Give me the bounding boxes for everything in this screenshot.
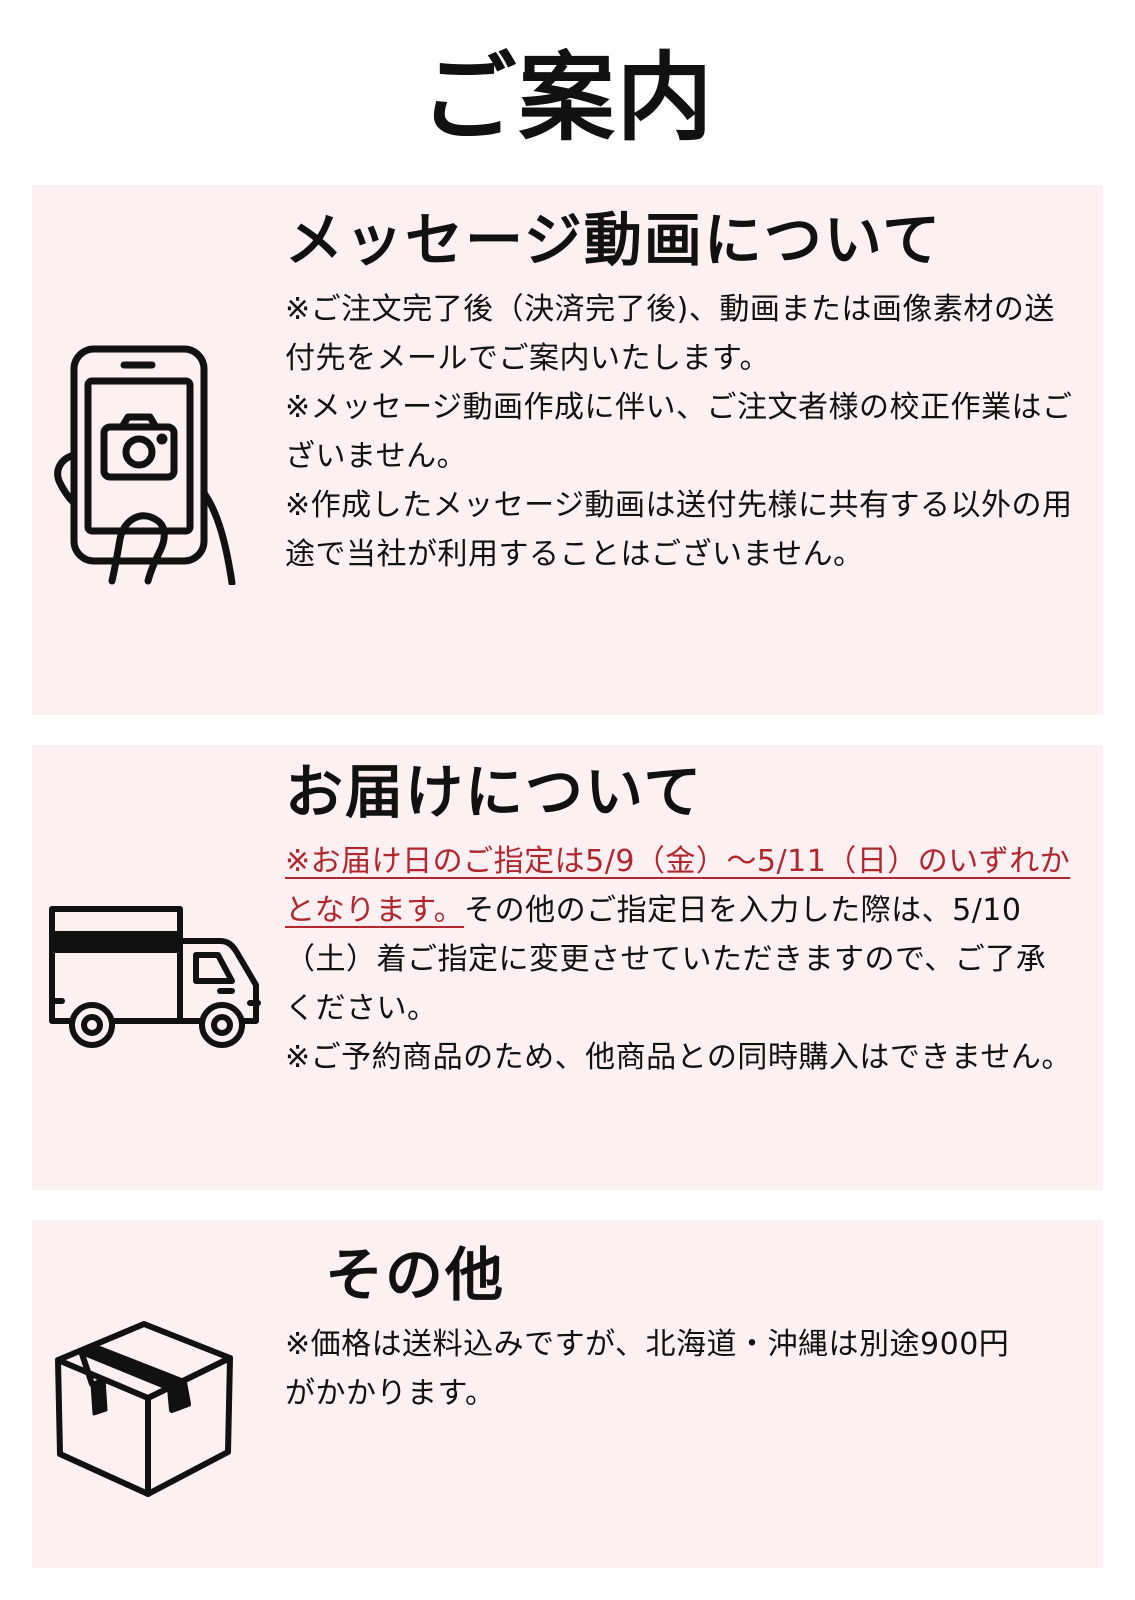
section-body: ※ご注文完了後（決済完了後)、動画または画像素材の送付先をメールでご案内いたしま…: [285, 285, 1075, 579]
section-delivery: お届けについて ※お届け日のご指定は5/9（金）～5/11（日）のいずれかとなり…: [32, 745, 1103, 1190]
body-paragraph: ※お届け日のご指定は5/9（金）～5/11（日）のいずれかとなります。その他のご…: [285, 837, 1075, 1033]
body-paragraph: ※作成したメッセージ動画は送付先様に共有する以外の用途で当社が利用することはござ…: [285, 488, 1073, 572]
section-other: その他 ※価格は送料込みですが、北海道・沖縄は別途900円がかかります。: [32, 1220, 1103, 1568]
cardboard-box-icon: [52, 1314, 242, 1504]
delivery-truck-icon: [46, 905, 266, 1055]
body-paragraph: ※ご注文完了後（決済完了後)、動画または画像素材の送付先をメールでご案内いたしま…: [285, 292, 1055, 376]
body-paragraph: ※メッセージ動画作成に伴い、ご注文者様の校正作業はございません。: [285, 390, 1073, 474]
body-paragraph: ※価格は送料込みですが、北海道・沖縄は別途900円がかかります。: [285, 1327, 1010, 1411]
body-paragraph: ※ご予約商品のため、他商品との同時購入はできません。: [285, 1040, 1072, 1075]
section-body: ※価格は送料込みですが、北海道・沖縄は別途900円がかかります。: [285, 1320, 1035, 1418]
body-text: その他のご指定日を入力した際は、5/10（土）着ご指定に変更させていただきますの…: [285, 893, 1047, 1026]
section-body: ※お届け日のご指定は5/9（金）～5/11（日）のいずれかとなります。その他のご…: [285, 837, 1075, 1082]
section-heading: お届けについて: [285, 758, 704, 826]
section-heading: その他: [325, 1241, 506, 1309]
delivery-date-notice: ※お届け日のご指定は5/9（金）～5/11（日）のいずれかとなります。: [285, 844, 1071, 928]
section-message-video: メッセージ動画について ※ご注文完了後（決済完了後)、動画または画像素材の送付先…: [32, 185, 1103, 715]
smartphone-camera-icon: [52, 345, 252, 587]
section-heading: メッセージ動画について: [285, 206, 943, 274]
page-title: ご案内: [420, 42, 715, 154]
